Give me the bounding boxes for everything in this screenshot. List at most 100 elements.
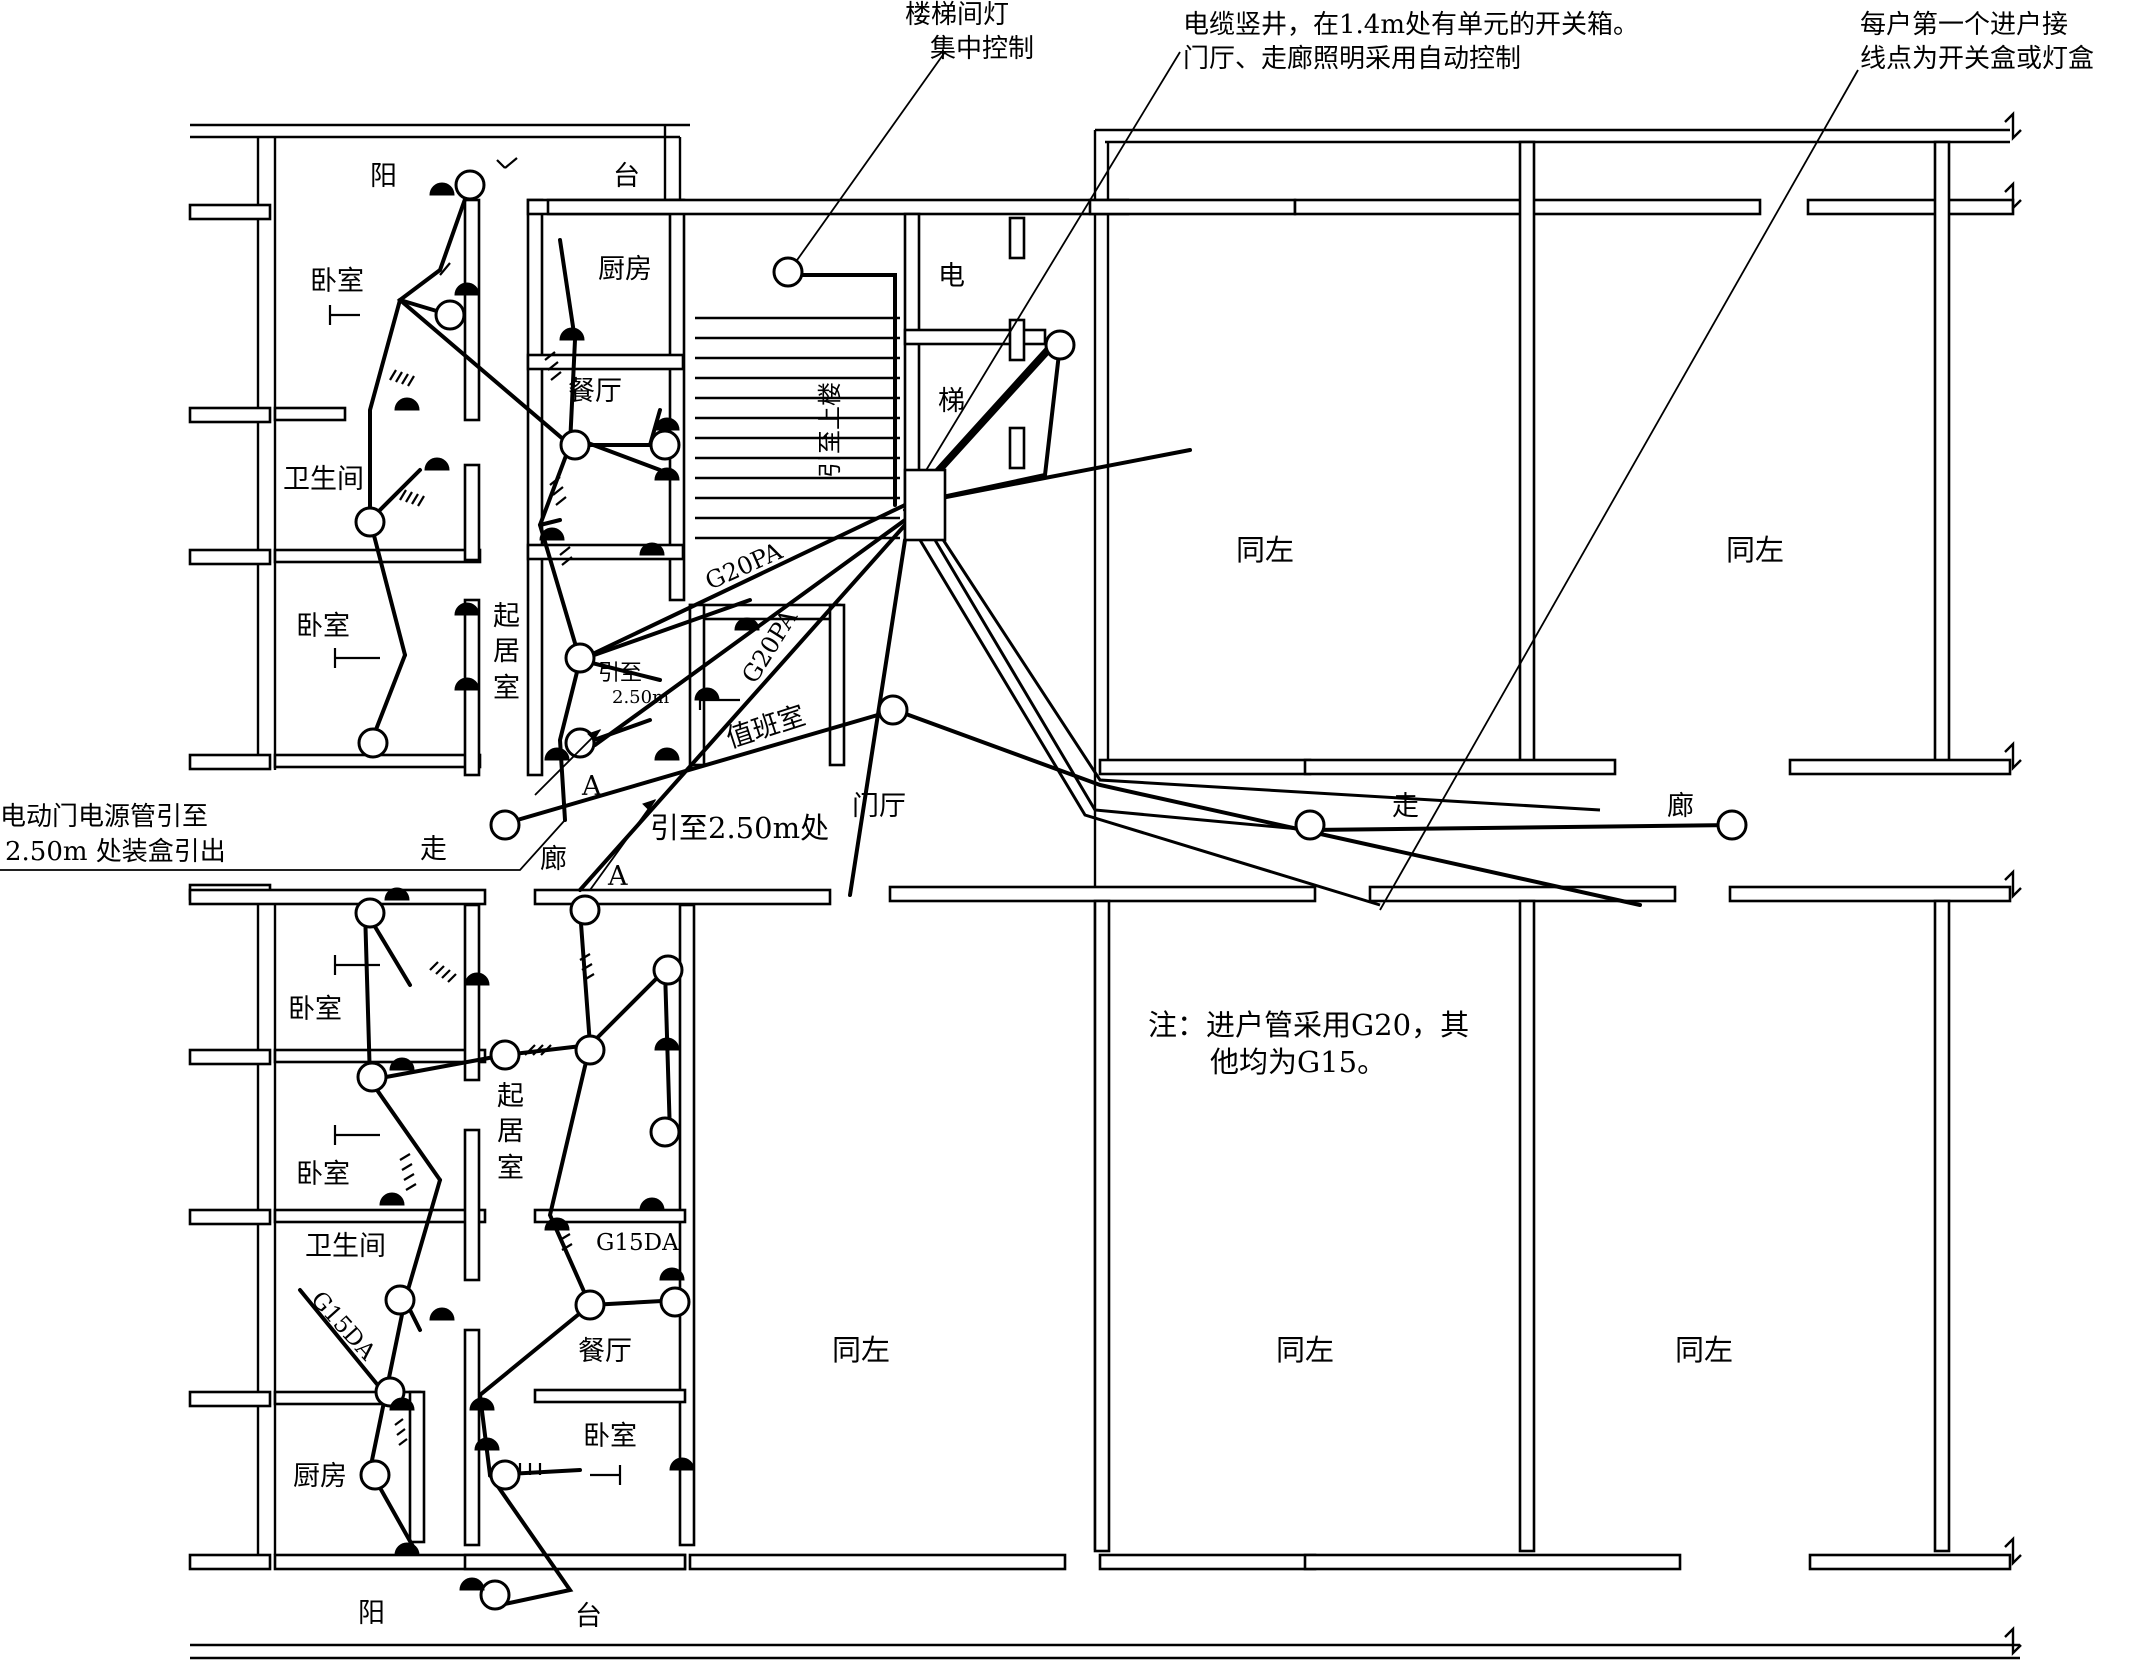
socket-icon xyxy=(389,1057,415,1071)
lamp-icon xyxy=(359,1459,391,1491)
stair-lamp-icon xyxy=(772,256,804,288)
switch-icon xyxy=(590,1465,622,1485)
corridor-lamp-icon xyxy=(1294,809,1326,841)
socket-icon xyxy=(379,1192,405,1206)
living-top-label-3: 室 xyxy=(493,673,520,704)
lamp-icon xyxy=(649,1116,681,1148)
stair-treads xyxy=(695,316,900,540)
bedroom-2-label: 卧室 xyxy=(296,611,350,642)
lamp-icon xyxy=(434,299,466,331)
socket-icon xyxy=(454,677,480,691)
stair-riser-label: 引至上楼 xyxy=(816,382,844,478)
same-left-label-4: 同左 xyxy=(1276,1333,1334,1367)
corridor-right-b: 廊 xyxy=(1667,791,1694,822)
section-mark-a-2: A xyxy=(607,861,628,892)
switch-icon xyxy=(518,1463,542,1475)
socket-icon xyxy=(734,617,760,631)
first-point-callout-line1: 每户第一个进户接 xyxy=(1860,10,2068,40)
note-line2: 他均为G15。 xyxy=(1210,1045,1386,1079)
switch-icon xyxy=(333,1125,380,1145)
socket-icon xyxy=(474,1437,500,1451)
lamp-icon xyxy=(489,1459,521,1491)
lamp-icon xyxy=(357,727,389,759)
same-left-label-3: 同左 xyxy=(832,1333,890,1367)
lamp-icon xyxy=(479,1579,511,1611)
lamp-icon xyxy=(354,506,386,538)
socket-icon xyxy=(429,1307,455,1321)
note-line1: 注：进户管采用G20，其 xyxy=(1148,1008,1469,1042)
section-mark-a-1: A xyxy=(581,771,602,802)
riser-250-label-line2: 2.50m xyxy=(612,687,669,708)
bedroom-1-label: 卧室 xyxy=(310,266,364,297)
switch-icon xyxy=(328,305,360,325)
socket-icon xyxy=(659,1267,685,1281)
switch-icon xyxy=(544,351,562,381)
socket-outlets xyxy=(379,182,760,1591)
lift-label: 梯 xyxy=(938,386,965,417)
room-labels: 阳 台 卧室 厨房 餐厅 卫生间 卧室 起 居 室 电 梯 引至上楼 值班室 门… xyxy=(283,161,1784,1632)
living-top-label-1: 起 xyxy=(493,601,520,632)
socket-icon xyxy=(424,457,450,471)
lamp-icon xyxy=(564,642,596,674)
conduit-g20pa-label-1: G20PA xyxy=(701,537,787,596)
corridor-left-b: 廊 xyxy=(540,844,567,875)
switch-symbols xyxy=(328,157,740,1485)
balcony-top-label-b: 台 xyxy=(613,161,640,192)
stair-light-callout-line1: 楼梯间灯 xyxy=(905,0,1009,30)
kitchen-top-label: 厨房 xyxy=(598,254,652,285)
corridor-right-a: 走 xyxy=(1392,791,1419,822)
bathroom-bottom-label: 卫生间 xyxy=(305,1231,386,1262)
lamp-icon xyxy=(652,954,684,986)
lamp-icon xyxy=(384,1284,416,1316)
dining-bottom-label: 餐厅 xyxy=(578,1336,632,1367)
socket-icon xyxy=(454,282,480,296)
socket-icon xyxy=(654,467,680,481)
balcony-top-label-a: 阳 xyxy=(370,161,397,192)
conduit-g15da-label-2: G15DA xyxy=(306,1287,381,1366)
socket-icon xyxy=(454,602,480,616)
lamp-icon xyxy=(354,897,386,929)
switch-icon xyxy=(399,1153,417,1191)
cable-shaft-box xyxy=(903,468,947,542)
lamp-icon xyxy=(489,1039,521,1071)
living-bottom-label-3: 室 xyxy=(497,1153,524,1184)
elec-room-label: 电 xyxy=(938,261,965,292)
lead-to-250-label: 引至2.50m处 xyxy=(650,811,829,845)
bedroom-3-label: 卧室 xyxy=(288,994,342,1025)
kitchen-bottom-label: 厨房 xyxy=(293,1461,347,1492)
dining-top-label: 餐厅 xyxy=(568,376,622,407)
lamp-icon xyxy=(559,429,591,461)
bedroom-5-label: 卧室 xyxy=(583,1421,637,1452)
switch-icon xyxy=(333,955,380,975)
cable-shaft-callout-line1: 电缆竖井，在1.4m处有单元的开关箱。 xyxy=(1183,10,1639,40)
walls xyxy=(188,111,2022,1660)
leader-lines xyxy=(0,51,1859,911)
bedroom-4-label: 卧室 xyxy=(296,1159,350,1190)
door-power-callout-line1: 电动门电源管引至 xyxy=(0,802,208,832)
socket-icon xyxy=(544,1217,570,1231)
socket-icon xyxy=(639,1197,665,1211)
socket-icon xyxy=(669,1457,695,1471)
balcony-bottom-label-b: 台 xyxy=(575,1601,602,1632)
switch-icon xyxy=(496,157,518,169)
socket-icon xyxy=(394,1542,420,1556)
socket-icon xyxy=(464,972,490,986)
same-left-label-5: 同左 xyxy=(1675,1333,1733,1367)
socket-icon xyxy=(394,397,420,411)
switch-icon xyxy=(698,690,740,710)
switch-icon xyxy=(579,953,595,981)
switch-icon xyxy=(429,961,457,983)
switch-icon xyxy=(394,1418,408,1446)
living-top-label-2: 居 xyxy=(493,636,520,667)
socket-icon xyxy=(429,182,455,196)
lamp-icon xyxy=(574,1034,606,1066)
corridor-lamp-icon xyxy=(489,809,521,841)
socket-icon xyxy=(654,417,680,431)
same-left-label-1: 同左 xyxy=(1236,533,1294,567)
socket-icon xyxy=(384,887,410,901)
hall-lamp-icon xyxy=(877,694,909,726)
balcony-bottom-label-a: 阳 xyxy=(358,1598,385,1629)
socket-icon xyxy=(389,1397,415,1411)
switch-icon xyxy=(559,546,573,566)
